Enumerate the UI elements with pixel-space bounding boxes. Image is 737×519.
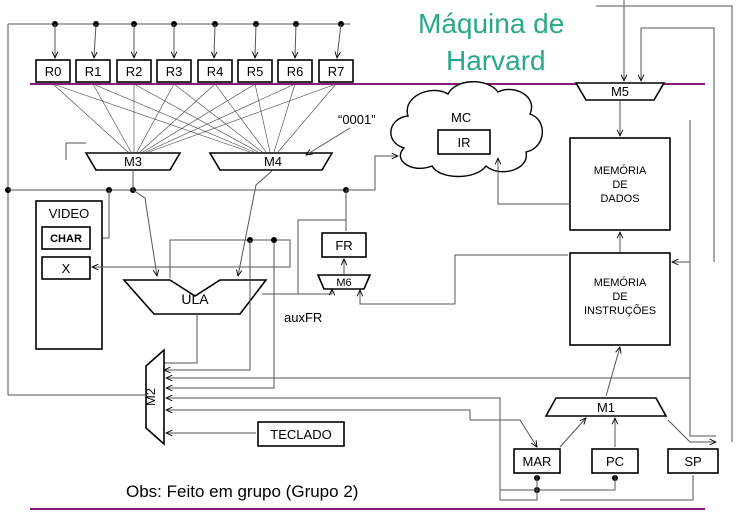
- memoria-instrucoes-line1: MEMÓRIA: [594, 276, 647, 289]
- register-label: R4: [207, 64, 224, 79]
- m2-input-c: [166, 398, 501, 490]
- memoria-dados-block: MEMÓRIA DE DADOS: [569, 137, 671, 231]
- mux-m4-label: M4: [264, 154, 282, 169]
- wire-into-m5-b: [641, 27, 715, 262]
- fr-register: FR: [321, 232, 367, 258]
- mem-dados-to-ir-wire: [498, 158, 570, 205]
- memoria-instrucoes-line2: DE: [612, 291, 627, 303]
- char-box: [41, 226, 91, 250]
- register-label: R5: [247, 64, 264, 79]
- m2-input-d: [166, 410, 471, 420]
- mux-m6: M6: [316, 274, 372, 290]
- mux-m6-label: M6: [336, 277, 351, 289]
- mem-to-m6-wire: [360, 254, 568, 305]
- register-fanout-wires: [52, 83, 337, 153]
- ir-box: [437, 129, 491, 155]
- constant-to-m4-wire: [306, 127, 351, 155]
- wire-into-m5-c: [596, 5, 733, 442]
- memoria-dados-line2: DE: [612, 179, 627, 191]
- register-bus-taps: [52, 21, 344, 58]
- x-box: [41, 256, 91, 280]
- register-r7: R7: [318, 59, 354, 83]
- diagram-title-line1: Máquina de: [418, 8, 564, 39]
- m2-input-b: [166, 240, 275, 388]
- register-label: R6: [287, 64, 304, 79]
- mar-label: MAR: [523, 454, 552, 469]
- m4-to-ula-wire: [238, 169, 274, 276]
- pc-label: PC: [606, 454, 624, 469]
- mux-m5-label: M5: [611, 84, 629, 99]
- mc-label: MC: [451, 110, 471, 125]
- pc-register: PC: [591, 448, 639, 474]
- mux-m3-label: M3: [124, 154, 142, 169]
- mux-m1-label: M1: [597, 400, 615, 415]
- diagram-title-line2: Harvard: [446, 45, 546, 76]
- bus-to-mc-wire: [346, 156, 398, 191]
- auxfr-to-m6-wire: [298, 289, 332, 294]
- bus-into-mar-wire: [470, 419, 537, 447]
- ula-block: ULA: [122, 279, 268, 315]
- register-r2: R2: [116, 59, 152, 83]
- auxfr-label: auxFR: [284, 310, 322, 325]
- x-label: X: [62, 261, 71, 276]
- ir-label: IR: [458, 135, 471, 150]
- mux-m2-label: M2: [143, 388, 158, 406]
- teclado-label: TECLADO: [270, 427, 331, 442]
- register-label: R3: [166, 64, 183, 79]
- memoria-instrucoes-block: MEMÓRIA DE INSTRUÇÕES: [569, 252, 671, 346]
- memoria-dados-line3: DADOS: [600, 193, 639, 205]
- mux-m3: M3: [84, 152, 182, 171]
- video-block: VIDEO CHAR X: [35, 200, 103, 350]
- sp-label: SP: [684, 454, 701, 469]
- ula-to-m2-wire: [164, 240, 251, 370]
- junction-dot: [271, 237, 277, 243]
- register-r3: R3: [156, 59, 192, 83]
- sp-to-m1-wire: [667, 419, 716, 442]
- teclado-block: TECLADO: [257, 421, 345, 447]
- ula-bottom-to-m2-wire: [164, 315, 198, 364]
- constant-0001-label: “0001”: [338, 112, 376, 127]
- m3-feedback-wire: [65, 142, 86, 160]
- mar-pc-feedback-wire: [499, 475, 616, 501]
- register-r0: R0: [35, 59, 71, 83]
- mux-m1: M1: [544, 397, 668, 417]
- fr-label: FR: [335, 238, 352, 253]
- register-label: R7: [328, 64, 345, 79]
- sp-feedback-wire: [560, 475, 694, 501]
- memoria-instrucoes-line3: INSTRUÇÕES: [584, 304, 656, 317]
- register-r1: R1: [75, 59, 111, 83]
- m1-to-mem-instr-wire: [605, 347, 620, 397]
- sp-register: SP: [667, 448, 719, 474]
- register-label: R0: [45, 64, 62, 79]
- mux-m5: M5: [574, 82, 666, 101]
- register-r6: R6: [277, 59, 313, 83]
- mc-cloud: MC IR: [390, 81, 544, 178]
- ula-output-to-x-wire: [92, 239, 291, 278]
- observation-note: Obs: Feito em grupo (Grupo 2): [126, 482, 358, 501]
- mar-register: MAR: [513, 448, 561, 474]
- mux-m2: M2: [143, 348, 165, 446]
- register-r5: R5: [237, 59, 273, 83]
- memoria-dados-line1: MEMÓRIA: [594, 164, 647, 177]
- m3-to-ula-wire: [132, 170, 157, 276]
- right-bus-wire: [689, 120, 716, 437]
- register-label: R1: [85, 64, 102, 79]
- video-label: VIDEO: [49, 206, 89, 221]
- ula-label: ULA: [181, 291, 209, 307]
- auxfr-wire: [262, 219, 346, 295]
- mar-to-m1-wire: [559, 418, 586, 448]
- mux-m4: M4: [208, 152, 334, 171]
- register-label: R2: [126, 64, 143, 79]
- char-label: CHAR: [50, 233, 82, 245]
- register-r4: R4: [197, 59, 233, 83]
